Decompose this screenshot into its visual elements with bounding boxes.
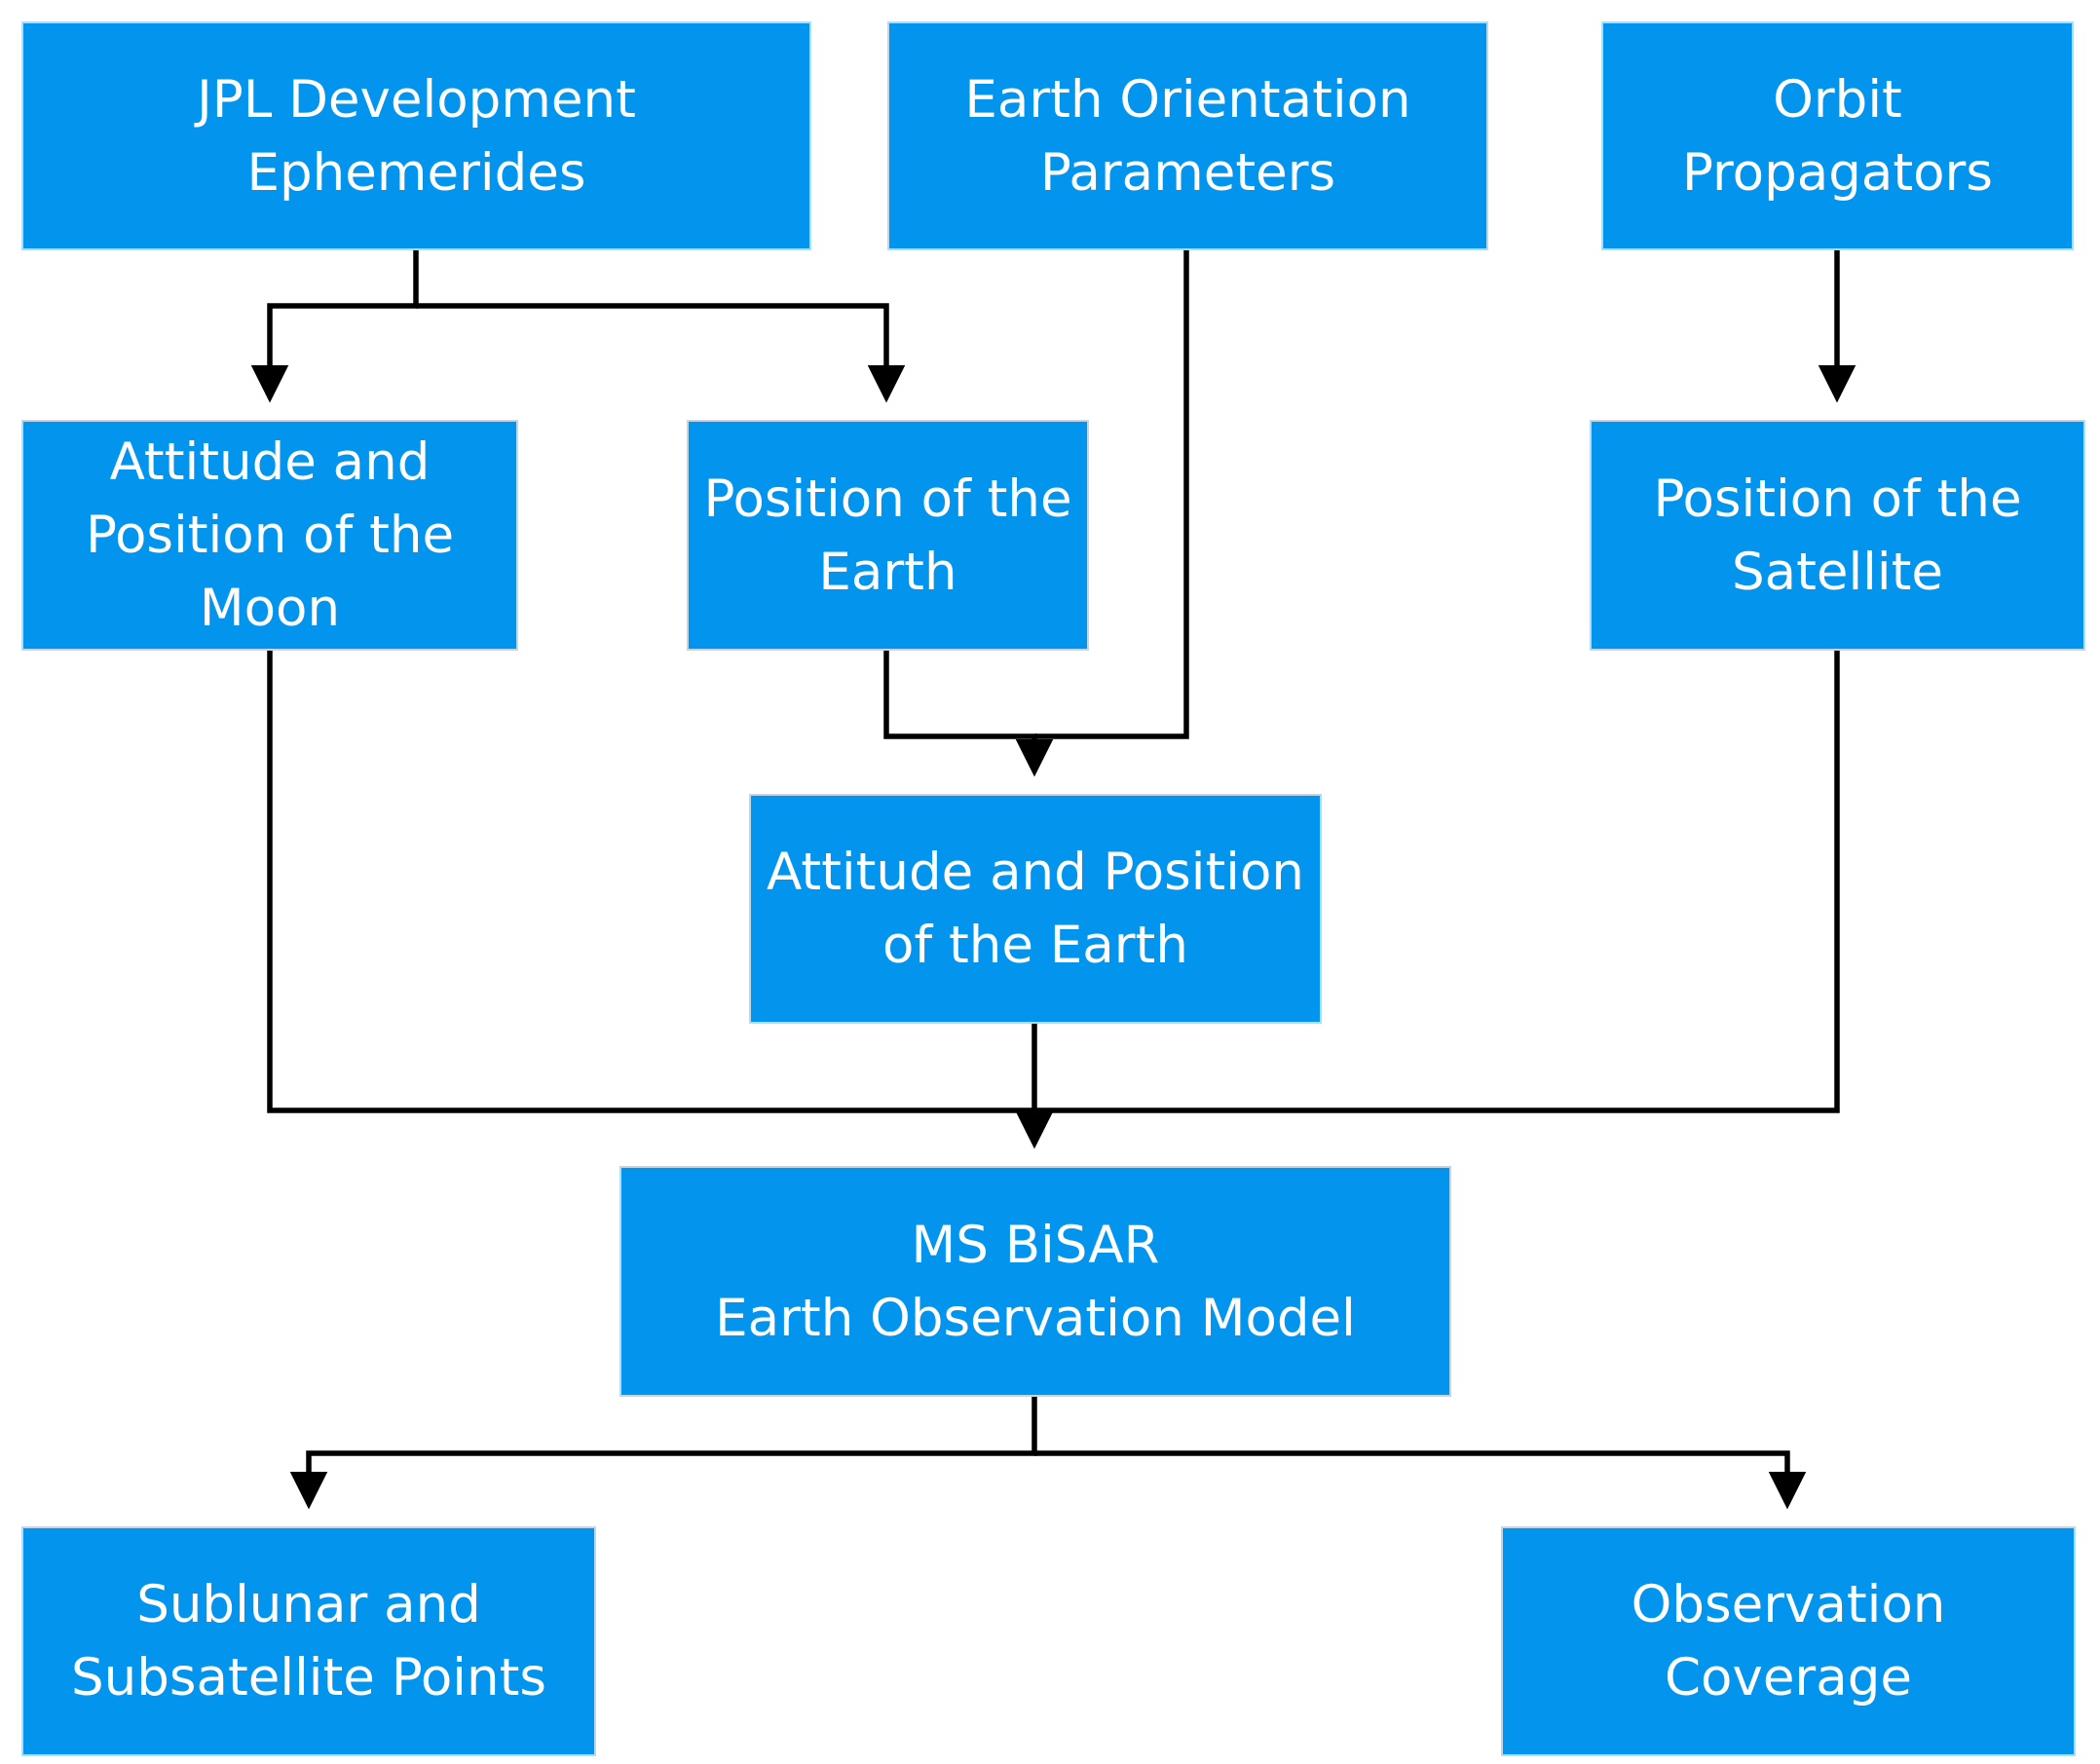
node-observation-coverage: Observation Coverage — [1501, 1526, 2076, 1756]
edge-bisar-to-coverage — [1034, 1450, 1807, 1510]
node-orbit-propagators-label: Orbit Propagators — [1682, 69, 1993, 203]
node-moon-attitude-position: Attitude and Position of the Moon — [21, 420, 518, 651]
edge-moon-to-bisar — [267, 649, 1034, 1113]
node-satellite-position-label: Position of the Satellite — [1653, 469, 2022, 602]
node-earth-position: Position of the Earth — [687, 420, 1089, 651]
node-earth-attitude-position-label: Attitude and Position of the Earth — [767, 843, 1304, 975]
edge-jpl-to-earth-position — [416, 303, 906, 403]
node-sublunar-subsatellite-points: Sublunar and Subsatellite Points — [21, 1526, 596, 1756]
node-jpl-ephemerides-label: JPL Development Ephemerides — [197, 69, 636, 203]
node-earth-position-label: Position of the Earth — [703, 469, 1072, 602]
edge-satellite-to-bisar — [1034, 649, 1840, 1113]
node-satellite-position: Position of the Satellite — [1590, 420, 2085, 651]
node-observation-coverage-label: Observation Coverage — [1631, 1575, 1946, 1708]
edge-earth-position-to-earth-attitude — [883, 649, 1054, 777]
edge-eop-to-earth-attitude — [1034, 247, 1189, 739]
node-orbit-propagators: Orbit Propagators — [1601, 21, 2074, 250]
node-earth-attitude-position: Attitude and Position of the Earth — [749, 794, 1322, 1024]
node-ms-bisar-model-label: MS BiSAR Earth Observation Model — [715, 1215, 1356, 1348]
node-earth-orientation-parameters: Earth Orientation Parameters — [887, 21, 1488, 250]
node-sublunar-subsatellite-points-label: Sublunar and Subsatellite Points — [71, 1575, 546, 1708]
node-earth-orientation-parameters-label: Earth Orientation Parameters — [964, 69, 1411, 203]
node-moon-attitude-position-label: Attitude and Position of the Moon — [85, 432, 455, 638]
node-ms-bisar-model: MS BiSAR Earth Observation Model — [619, 1166, 1451, 1397]
edge-bisar-to-sublunar — [289, 1395, 1037, 1510]
edge-jpl-to-moon — [250, 247, 419, 403]
node-jpl-ephemerides: JPL Development Ephemerides — [21, 21, 811, 250]
